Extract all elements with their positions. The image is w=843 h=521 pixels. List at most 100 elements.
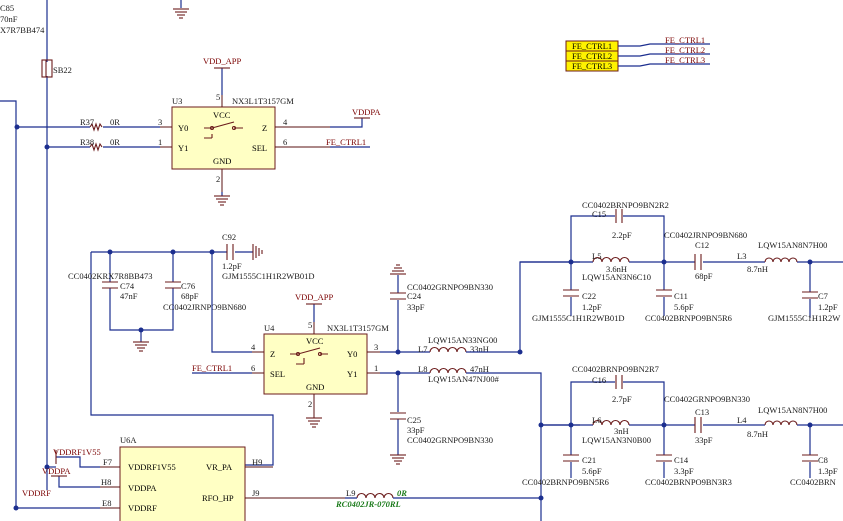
u3-switch[interactable]: U3 NX3L1T3157GM VCC GND Y0 Y1 Z SEL 3 1 …: [158, 92, 330, 192]
u3-switch-symbol: [204, 121, 243, 139]
c76-capacitor: [165, 281, 181, 289]
c14-ref: C14: [674, 455, 689, 465]
c22-part: GJM1555C1H1R2WB01D: [532, 313, 625, 323]
l5-inductor: [592, 256, 630, 263]
wire-u4-z: [211, 252, 252, 353]
c25-value: 33pF: [407, 425, 425, 435]
fe-ctrl-port-table: FE_CTRL1 FE_CTRL2 FE_CTRL3 FE_CTRL1 FE_C…: [565, 35, 710, 72]
c25-capacitor: [390, 412, 406, 420]
u4-pin2: 2: [308, 399, 312, 409]
u6a-pin-vddpa: VDDPA: [128, 483, 157, 493]
c21-part: CC0402BRNPO9BN5R6: [522, 477, 609, 487]
left-bus-wire: [0, 100, 19, 500]
c25-ref: C25: [407, 415, 421, 425]
c13-capacitor: [694, 417, 702, 433]
wire-c15-bypass: [570, 215, 665, 262]
c85-labels: C85 70nF X7R7BB474: [0, 3, 45, 35]
c74-value: 47nF: [120, 291, 138, 301]
c14-value: 3.3pF: [674, 466, 694, 476]
l9-inductor: [356, 492, 394, 499]
ground-c74-c76: [133, 341, 149, 352]
l7-part: LQW15AN33NG00: [428, 335, 497, 345]
c92-value: 1.2pF: [222, 261, 242, 271]
l6-value: 3nH: [614, 426, 629, 436]
wire-vddpa-2: [58, 476, 100, 488]
c21-value: 5.6pF: [582, 466, 602, 476]
r37-value: 0R: [110, 117, 120, 127]
junction-vddrf: [13, 505, 19, 511]
net-fe-ctrl1-a: FE_CTRL1: [326, 137, 366, 147]
c7-capacitor: [802, 291, 818, 299]
u4-z: Z: [270, 349, 275, 359]
junction-c74-c76-gnd: [138, 327, 144, 333]
c11-part: CC0402BRNPO9BN5R6: [645, 313, 732, 323]
u3-pin2: 2: [216, 174, 220, 184]
l3-value: 8.7nH: [747, 264, 768, 274]
c8-value: 1.3pF: [818, 466, 838, 476]
u4-part: NX3L1T3157GM: [327, 323, 389, 333]
net-vddpa-2: VDDPA: [42, 466, 71, 476]
c11-capacitor: [656, 289, 672, 297]
u6a-pin-vddrf1v55: VDDRF1V55: [128, 462, 176, 472]
l8-ref: L8: [418, 364, 427, 374]
l9-part: RC0402JR-070RL: [335, 499, 401, 509]
c13-part: CC0402GRNPO9BN330: [664, 394, 750, 404]
l5-ref: L5: [592, 251, 601, 261]
l4-ref: L4: [737, 415, 747, 425]
c7-part: GJM1555C1H1R2W: [768, 313, 840, 323]
u4-sel: SEL: [270, 369, 285, 379]
u4-gnd: GND: [306, 382, 324, 392]
c74-part: CC0402KRX7R8BB473: [68, 271, 153, 281]
u3-gnd: GND: [213, 156, 231, 166]
c85-part: X7R7BB474: [0, 25, 45, 35]
u6a-chip[interactable]: U6A VDDRF1V55 VDDPA VDDRF VR_PA RFO_HP F…: [100, 435, 345, 521]
wire-u4-outputs: [380, 351, 430, 374]
u4-y0: Y0: [347, 349, 357, 359]
r38-resistor: [89, 142, 103, 152]
c12-ref: C12: [695, 240, 709, 250]
c15-ref: C15: [592, 209, 606, 219]
c16-value: 2.7pF: [612, 394, 632, 404]
wire-vr-pa-loop: [90, 252, 274, 466]
c15-capacitor: [615, 209, 623, 223]
c12-value: 68pF: [695, 271, 713, 281]
l4-inductor: [764, 420, 798, 426]
u4-ref: U4: [264, 323, 275, 333]
u3-z: Z: [262, 123, 267, 133]
l7-value: 33nH: [470, 344, 489, 354]
c76-ref: C76: [181, 281, 195, 291]
fe-table-net-2: FE_CTRL2: [665, 45, 705, 55]
l7-inductor: [429, 346, 467, 353]
u6a-pins: [100, 466, 345, 509]
u4-switch-symbol: [290, 347, 328, 365]
c16-part: CC0402BRNPO9BN2R7: [572, 364, 659, 374]
u6a-num-f7: F7: [103, 457, 112, 467]
c11-value: 5.6pF: [674, 302, 694, 312]
fe-table-net-1: FE_CTRL1: [665, 35, 705, 45]
u6a-body: [119, 446, 246, 521]
ground-symbol-top: [173, 0, 189, 19]
c92-part: GJM1555C1H1R2WB01D: [222, 271, 315, 281]
fe-table-row-1: FE_CTRL1: [572, 41, 612, 51]
c24-value: 33pF: [407, 302, 425, 312]
u4-vcc: VCC: [306, 336, 324, 346]
sb22-ref: SB22: [53, 65, 72, 75]
net-fe-ctrl1-b: FE_CTRL1: [192, 363, 232, 373]
wire-c16-bypass: [570, 381, 665, 425]
sb22-jumper: [41, 59, 53, 78]
ground-c24: [390, 264, 406, 275]
net-vdd-app-2: VDD_APP: [295, 292, 334, 302]
l8-value: 47nH: [470, 364, 489, 374]
u3-pin5: 5: [216, 92, 220, 102]
c85-value: 70nF: [0, 14, 18, 24]
c12-part: CC0402JRNPO9BN680: [664, 230, 747, 240]
c11-ref: C11: [674, 291, 688, 301]
u4-switch[interactable]: U4 NX3L1T3157GM VCC GND Z SEL Y0 Y1 4 6 …: [251, 320, 389, 418]
r37-resistor: [89, 122, 103, 132]
c13-ref: C13: [695, 407, 709, 417]
l9-value: 0R: [397, 488, 407, 498]
ground-u4: [306, 417, 322, 428]
u4-pin5: 5: [308, 320, 312, 330]
c24-part: CC0402GRNPO9BN330: [407, 282, 493, 292]
